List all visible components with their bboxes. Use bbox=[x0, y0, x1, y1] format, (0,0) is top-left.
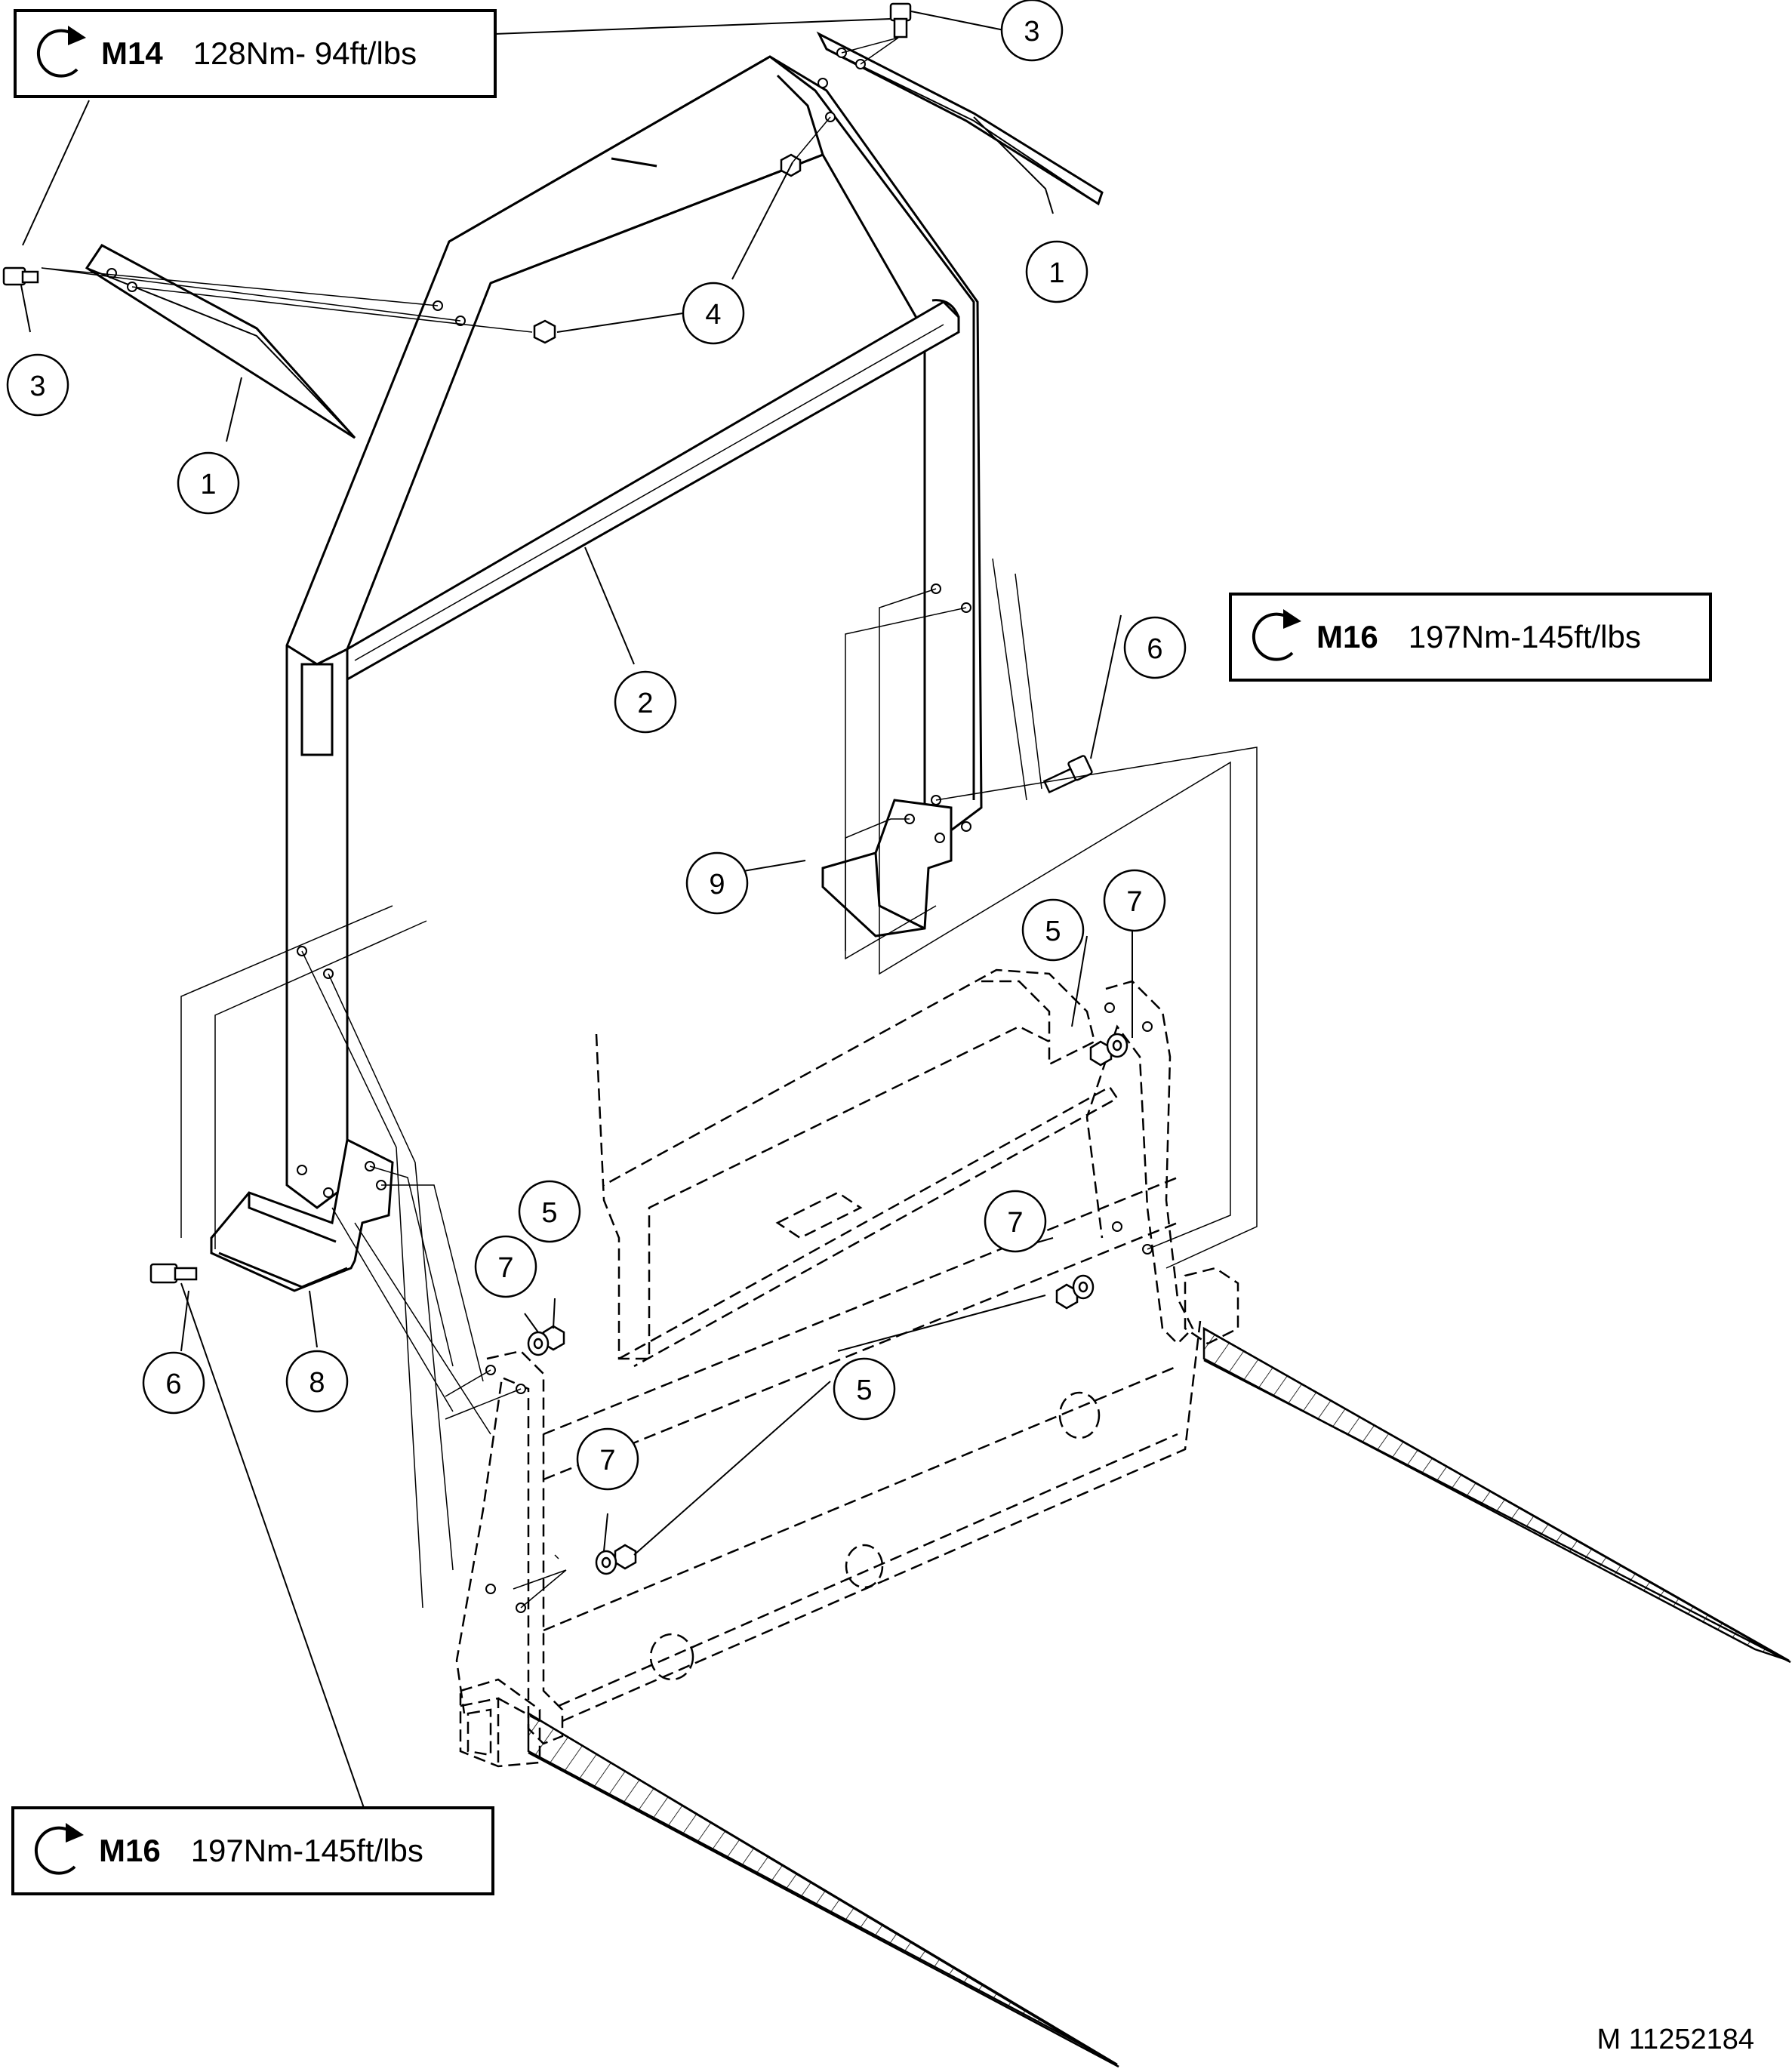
callout-1-left: 1 bbox=[177, 451, 240, 515]
svg-text:9: 9 bbox=[709, 869, 725, 901]
svg-text:4: 4 bbox=[705, 299, 721, 331]
bracket-left bbox=[210, 1138, 394, 1292]
svg-text:8: 8 bbox=[309, 1367, 325, 1399]
torque-value: 197Nm-145ft/lbs bbox=[1408, 619, 1641, 654]
torque-arrow-icon bbox=[1252, 609, 1301, 661]
guard-frame bbox=[285, 55, 983, 1209]
callout-4: 4 bbox=[682, 282, 745, 345]
callout-9: 9 bbox=[685, 851, 749, 915]
svg-text:5: 5 bbox=[1045, 916, 1061, 947]
brackets bbox=[210, 799, 953, 1292]
bracket-right bbox=[821, 799, 953, 937]
callout-6-right: 6 bbox=[1123, 616, 1187, 679]
callout-7-upper-left: 7 bbox=[474, 1235, 537, 1298]
torque-bolt-size: M14 bbox=[101, 35, 163, 71]
callout-7-lower-left: 7 bbox=[576, 1427, 639, 1491]
callout-8: 8 bbox=[285, 1350, 349, 1413]
callout-7-mid-right: 7 bbox=[984, 1190, 1047, 1253]
callout-3-left: 3 bbox=[6, 353, 69, 417]
wedge-plate-left bbox=[85, 244, 356, 439]
torque-spec-m16-right: M16 197Nm-145ft/lbs bbox=[1229, 593, 1712, 682]
fasteners bbox=[2, 2, 1128, 1575]
torque-bolt-size: M16 bbox=[99, 1833, 161, 1868]
drawing-number: M 11252184 bbox=[1596, 2024, 1754, 2055]
svg-text:7: 7 bbox=[599, 1445, 615, 1476]
callout-3-right: 3 bbox=[1000, 0, 1064, 62]
svg-text:3: 3 bbox=[29, 371, 45, 402]
svg-text:7: 7 bbox=[1126, 886, 1142, 918]
callout-5-lower: 5 bbox=[833, 1357, 896, 1421]
svg-text:3: 3 bbox=[1024, 16, 1039, 48]
svg-text:7: 7 bbox=[1007, 1207, 1023, 1239]
callout-2: 2 bbox=[614, 670, 677, 734]
callout-1-right: 1 bbox=[1025, 240, 1088, 303]
bale-spikes bbox=[527, 1326, 1791, 2068]
callout-7-upper-right: 7 bbox=[1103, 869, 1166, 932]
wedge-plates bbox=[85, 31, 1104, 439]
svg-text:6: 6 bbox=[1147, 633, 1162, 665]
svg-text:5: 5 bbox=[541, 1197, 557, 1229]
svg-text:7: 7 bbox=[497, 1252, 513, 1284]
torque-value: 197Nm-145ft/lbs bbox=[190, 1833, 423, 1868]
svg-text:5: 5 bbox=[856, 1375, 872, 1406]
callout-6-left: 6 bbox=[142, 1351, 205, 1415]
torque-spec-m16-left: M16 197Nm-145ft/lbs bbox=[11, 1806, 494, 1895]
torque-spec-m14: M14 128Nm- 94ft/lbs bbox=[14, 9, 497, 98]
torque-arrow-icon bbox=[36, 26, 86, 78]
callout-5-upper-right: 5 bbox=[1021, 898, 1085, 962]
assembly-lines bbox=[41, 37, 1258, 1609]
svg-text:2: 2 bbox=[637, 688, 653, 719]
callouts: 1 1 2 3 3 4 5 5 5 6 6 7 7 7 7 8 9 bbox=[6, 0, 1187, 1491]
torque-value: 128Nm- 94ft/lbs bbox=[192, 35, 417, 71]
callout-5-upper-left: 5 bbox=[518, 1180, 581, 1243]
svg-text:6: 6 bbox=[165, 1369, 181, 1400]
torque-bolt-size: M16 bbox=[1316, 619, 1378, 654]
leader-lines bbox=[20, 11, 1133, 1809]
torque-arrow-icon bbox=[34, 1823, 84, 1875]
svg-text:1: 1 bbox=[1048, 257, 1064, 289]
svg-text:1: 1 bbox=[200, 469, 216, 500]
